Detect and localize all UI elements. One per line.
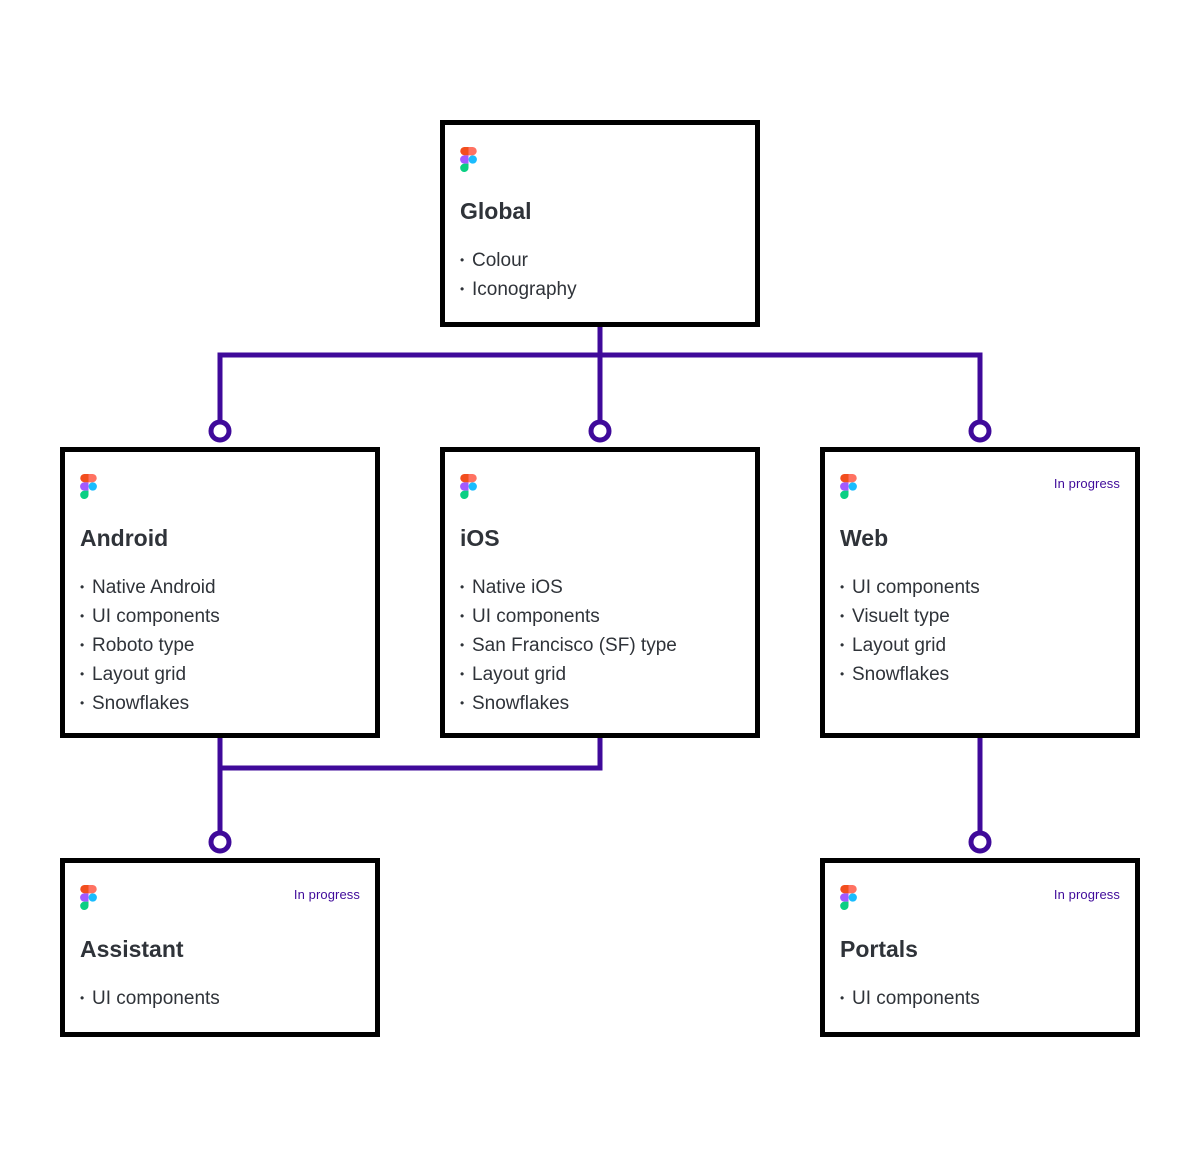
list-item: Snowflakes [840,660,1120,689]
list-item: UI components [80,984,360,1013]
figma-icon [80,474,97,499]
status-badge: In progress [1053,476,1120,491]
connector-end-android [208,419,232,443]
card-item-list: ColourIconography [460,246,740,304]
card-item-list: UI componentsVisuelt typeLayout gridSnow… [840,573,1120,689]
figma-icon [460,147,477,172]
card-global: Global ColourIconography [440,120,760,327]
figma-icon [460,474,477,499]
card-item-list: Native AndroidUI componentsRoboto typeLa… [80,573,360,718]
list-item: Snowflakes [80,689,360,718]
list-item: UI components [840,573,1120,602]
card-ios: iOS Native iOSUI componentsSan Francisco… [440,447,760,738]
card-title: Global [460,198,532,224]
connector-android-ios-to-assistant [217,737,603,831]
list-item: Layout grid [80,660,360,689]
list-item: Visuelt type [840,602,1120,631]
card-title: Portals [840,936,918,962]
list-item: UI components [460,602,740,631]
connector-end-assistant [208,830,232,854]
card-assistant: In progress Assistant UI components [60,858,380,1037]
connector-end-web [968,419,992,443]
card-title: iOS [460,525,500,551]
list-item: Native iOS [460,573,740,602]
list-item: Snowflakes [460,689,740,718]
figma-icon [840,474,857,499]
list-item: Colour [460,246,740,275]
list-item: Native Android [80,573,360,602]
card-web: In progress Web UI componentsVisuelt typ… [820,447,1140,738]
list-item: UI components [80,602,360,631]
list-item: Iconography [460,275,740,304]
status-badge: In progress [293,887,360,902]
list-item: San Francisco (SF) type [460,631,740,660]
card-item-list: UI components [80,984,360,1013]
connector-end-portals [968,830,992,854]
card-title: Android [80,525,169,551]
list-item: UI components [840,984,1120,1013]
list-item: Roboto type [80,631,360,660]
list-item: Layout grid [460,660,740,689]
connector-end-ios [588,419,612,443]
card-android: Android Native AndroidUI componentsRobot… [60,447,380,738]
card-title: Web [840,525,889,551]
card-portals: In progress Portals UI components [820,858,1140,1037]
figma-icon [840,885,857,910]
figma-icon [80,885,97,910]
card-item-list: UI components [840,984,1120,1013]
connector-global-to-platforms [217,326,983,420]
status-badge: In progress [1053,887,1120,902]
list-item: Layout grid [840,631,1120,660]
card-title: Assistant [80,936,184,962]
card-item-list: Native iOSUI componentsSan Francisco (SF… [460,573,740,718]
